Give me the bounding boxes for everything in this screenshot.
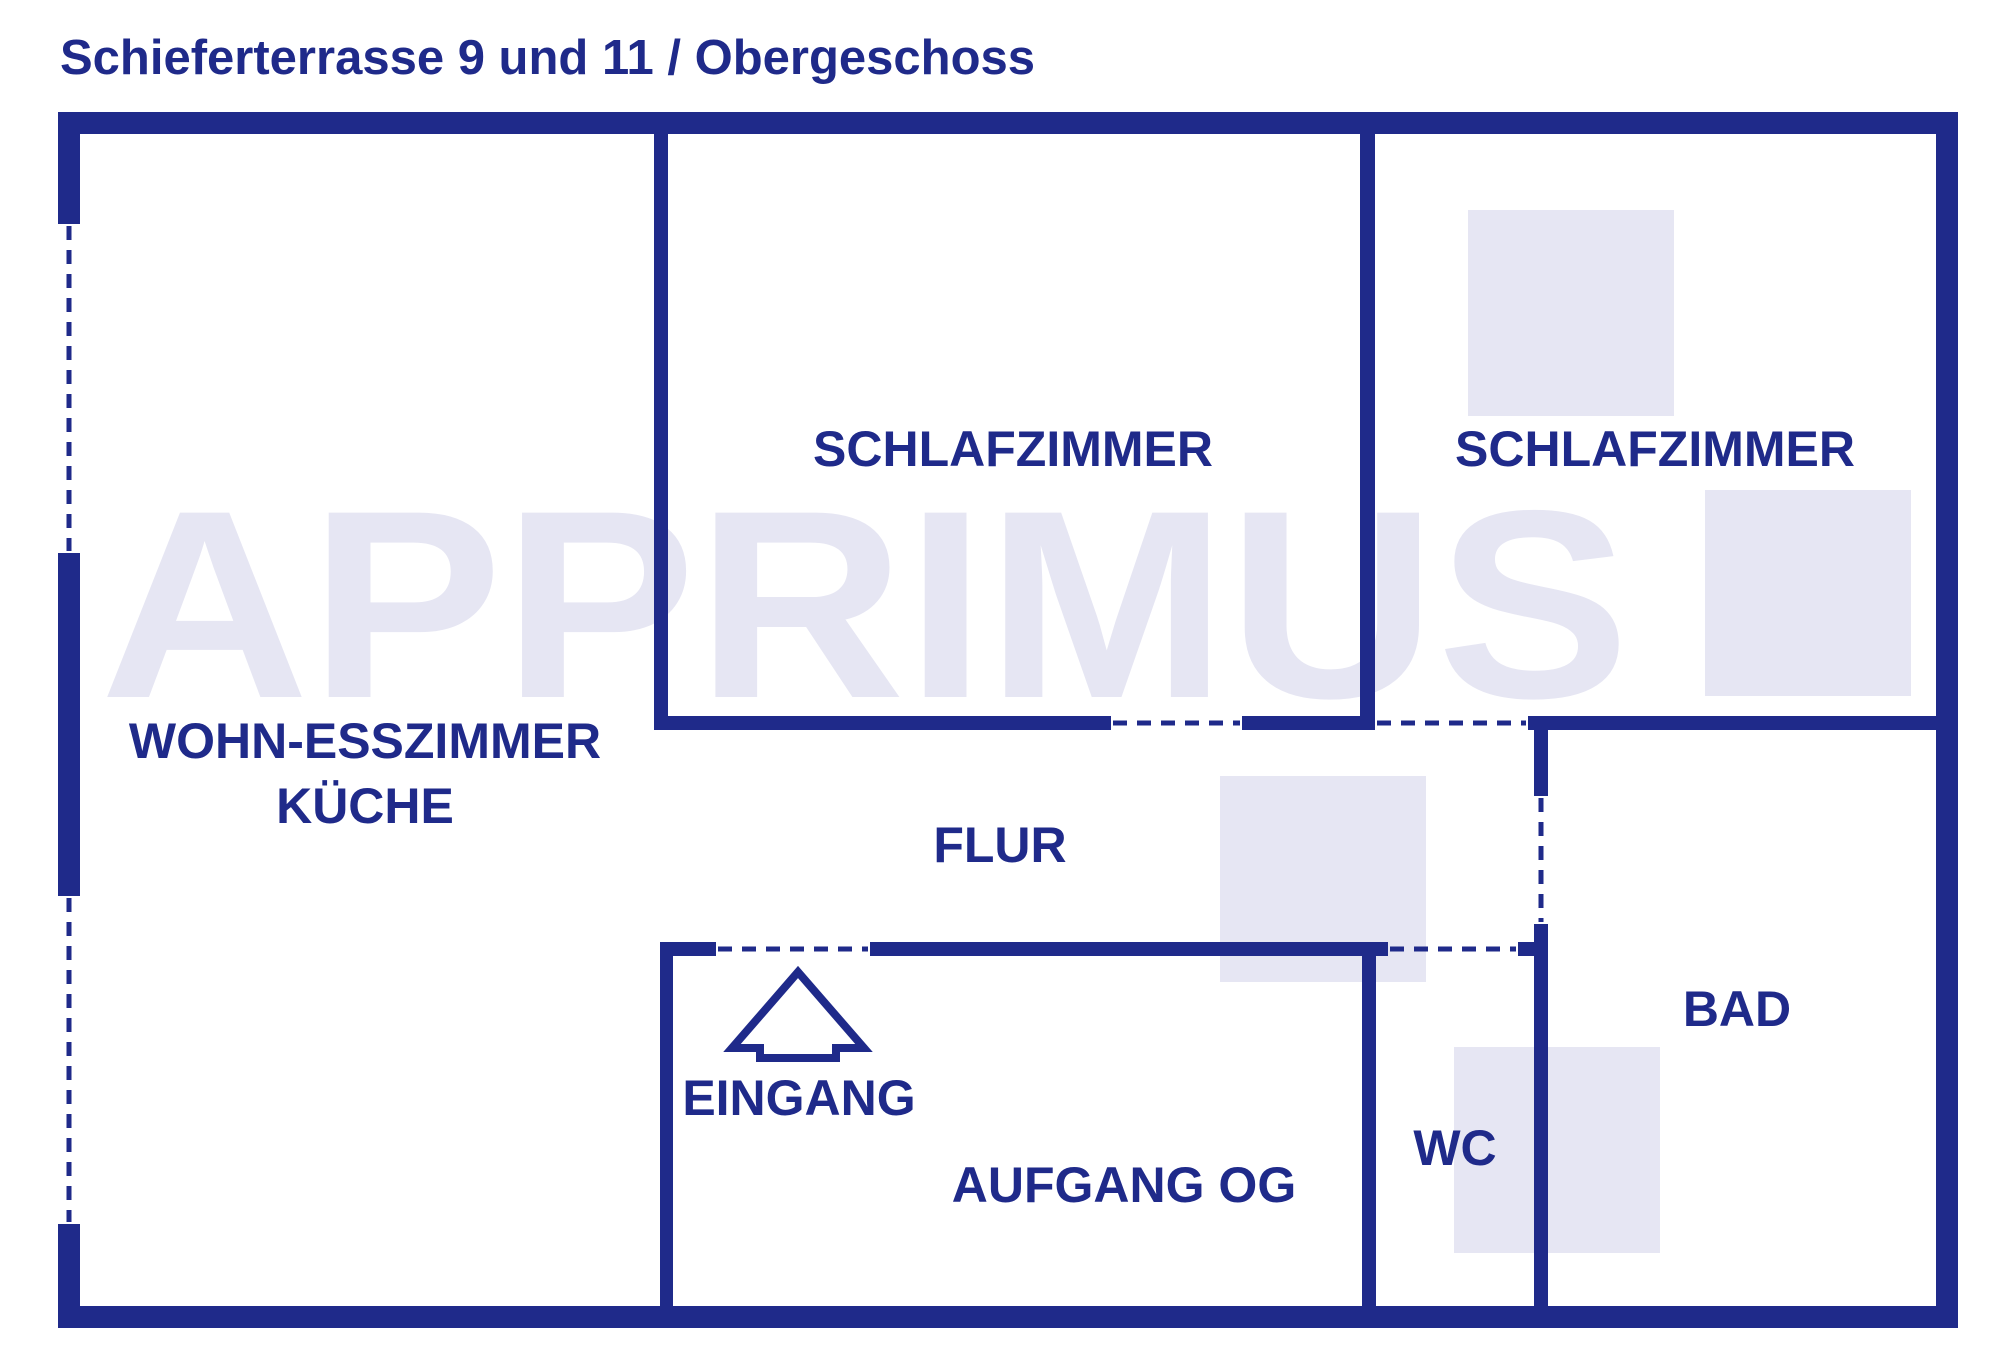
outer-wall-bottom <box>58 1306 1958 1328</box>
outer-wall-right <box>1936 112 1958 1328</box>
outer-wall-top <box>58 112 1958 134</box>
room-label-eingang: EINGANG <box>682 1070 915 1126</box>
wall-eingang-top <box>660 942 716 956</box>
outer-wall-left <box>58 553 80 896</box>
room-label-wc: WC <box>1413 1120 1496 1176</box>
watermark-square <box>1454 1047 1660 1253</box>
watermark-text: APPRIMUS <box>100 454 1630 754</box>
room-label-wohn: WOHN-ESSZIMMER <box>129 713 601 769</box>
wall-schlaf1-left <box>654 134 668 730</box>
room-label-aufgang: AUFGANG OG <box>952 1157 1296 1213</box>
entrance-arrow-icon <box>723 965 873 1062</box>
outer-wall-left <box>58 1224 80 1328</box>
room-label-schlafzimmer-2: SCHLAFZIMMER <box>1455 421 1855 477</box>
outer-wall-left <box>58 112 80 224</box>
room-label-flur: FLUR <box>933 817 1066 873</box>
wall-bad-left <box>1534 716 1548 796</box>
watermark-square <box>1468 210 1674 416</box>
wall-aufgang-top <box>870 942 1388 956</box>
room-label-kueche: KÜCHE <box>276 778 454 834</box>
wall-eingang-left <box>660 942 673 1306</box>
wall-wc-left <box>1362 942 1376 1306</box>
room-label-schlafzimmer-1: SCHLAFZIMMER <box>813 421 1213 477</box>
room-label-bad: BAD <box>1683 981 1791 1037</box>
wall-schlaf-divider <box>1360 134 1375 730</box>
wall-schlaf2-bottom <box>1528 716 1936 730</box>
wall-schlaf1-bottom <box>1242 716 1375 730</box>
watermark-square <box>1705 490 1911 696</box>
wall-schlaf1-bottom <box>654 716 1111 730</box>
wall-wc-right-stub <box>1518 942 1548 956</box>
plan-title: Schieferterrasse 9 und 11 / Obergeschoss <box>60 31 1036 85</box>
wall-bad-left <box>1534 924 1548 1306</box>
